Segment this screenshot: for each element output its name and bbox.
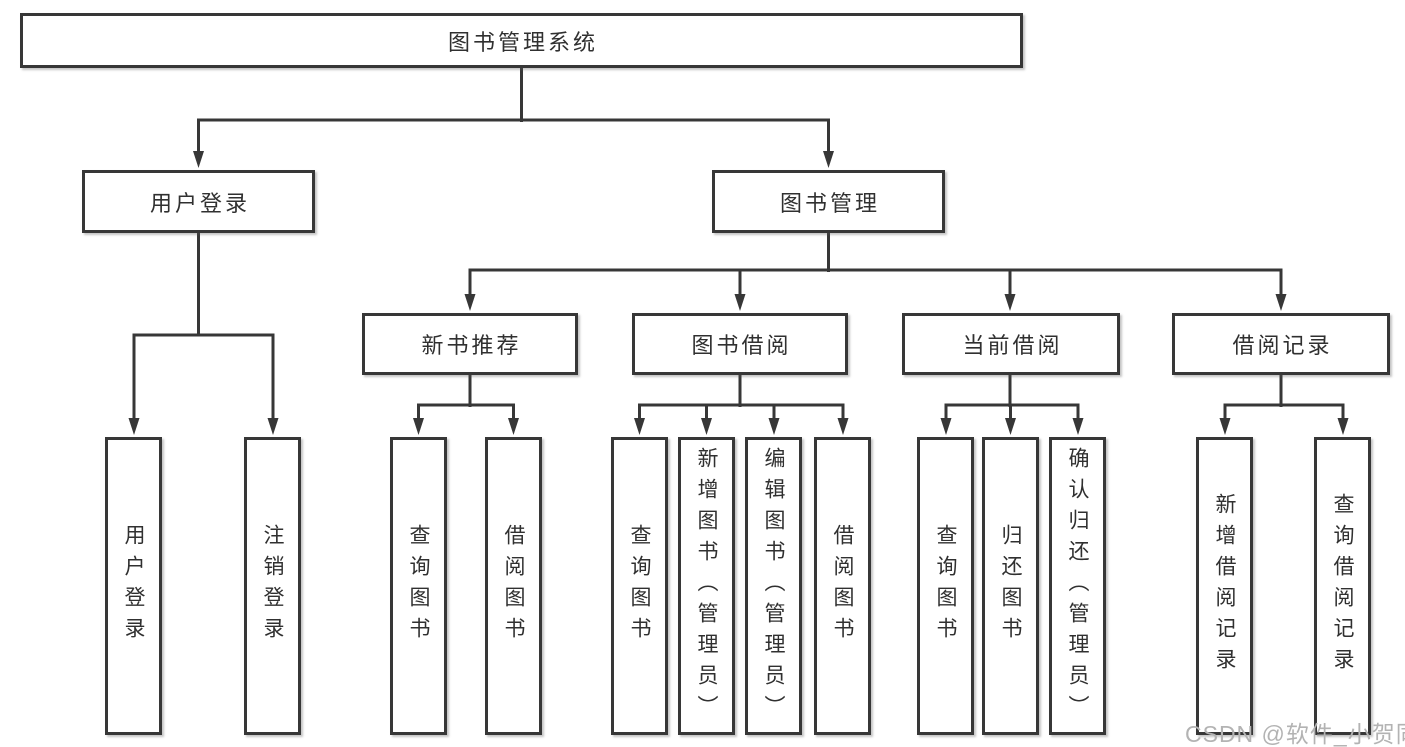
edge-current-to-leaves xyxy=(944,375,1080,420)
node-book-management: 图书管理 xyxy=(712,170,945,233)
arrowhead xyxy=(1337,418,1349,435)
edge-login-to-leaves xyxy=(132,233,275,420)
arrowhead xyxy=(413,418,424,435)
leaf-label: 编辑图书（管理员） xyxy=(762,446,785,726)
edge-root-to-level2 xyxy=(197,68,830,154)
leaf-label: 查询图书 xyxy=(934,524,957,648)
arrowhead xyxy=(1219,418,1231,435)
edge-records-to-leaves xyxy=(1223,375,1345,420)
leaf-query-borrow-record: 查询借阅记录 xyxy=(1314,437,1371,735)
leaf-label: 查询图书 xyxy=(628,524,651,648)
edge-borrow-to-leaves xyxy=(638,375,845,420)
arrowhead xyxy=(734,294,746,311)
leaf-label: 查询借阅记录 xyxy=(1331,493,1354,679)
leaf-confirm-return-admin: 确认归还（管理员） xyxy=(1049,437,1106,735)
leaf-logout: 注销登录 xyxy=(244,437,301,735)
arrowhead xyxy=(508,418,519,435)
leaf-label: 用户登录 xyxy=(122,524,145,648)
leaf-add-book-admin: 新增图书（管理员） xyxy=(678,437,735,735)
arrowhead xyxy=(940,418,952,435)
arrowhead xyxy=(1005,418,1016,435)
leaf-label: 确认归还（管理员） xyxy=(1066,446,1089,726)
arrowhead xyxy=(823,151,834,168)
leaf-label: 查询图书 xyxy=(407,524,430,648)
leaf-label: 借阅图书 xyxy=(502,524,525,648)
leaf-label: 借阅图书 xyxy=(831,524,854,648)
node-new-book-recommend: 新书推荐 xyxy=(362,313,578,375)
node-user-login: 用户登录 xyxy=(82,170,315,233)
arrowhead xyxy=(267,418,279,435)
leaf-user-login: 用户登录 xyxy=(105,437,162,735)
leaf-query-books-current: 查询图书 xyxy=(917,437,974,735)
arrowhead xyxy=(464,294,476,311)
arrowhead xyxy=(768,418,780,435)
node-current-borrow: 当前借阅 xyxy=(902,313,1120,375)
arrowhead xyxy=(837,418,849,435)
leaf-label: 新增借阅记录 xyxy=(1213,493,1236,679)
arrowhead xyxy=(1004,294,1016,311)
leaf-add-borrow-record: 新增借阅记录 xyxy=(1196,437,1253,735)
arrowhead xyxy=(1072,418,1084,435)
leaf-borrow-books: 借阅图书 xyxy=(814,437,871,735)
arrowhead xyxy=(634,418,645,435)
leaf-label: 注销登录 xyxy=(261,524,284,648)
leaf-borrow-books-recommend: 借阅图书 xyxy=(485,437,542,735)
leaf-label: 新增图书（管理员） xyxy=(695,446,718,726)
leaf-query-books-recommend: 查询图书 xyxy=(390,437,447,735)
node-root: 图书管理系统 xyxy=(20,13,1023,68)
node-book-borrow: 图书借阅 xyxy=(632,313,848,375)
leaf-return-book: 归还图书 xyxy=(982,437,1039,735)
edge-recommend-to-leaves xyxy=(417,375,515,420)
arrowhead xyxy=(128,418,140,435)
leaf-label: 归还图书 xyxy=(999,524,1022,648)
arrowhead xyxy=(701,418,712,435)
leaf-edit-book-admin: 编辑图书（管理员） xyxy=(745,437,802,735)
arrowhead xyxy=(193,151,204,168)
edge-mgmt-to-level3 xyxy=(468,233,1283,297)
node-borrow-records: 借阅记录 xyxy=(1172,313,1390,375)
leaf-query-books-borrow: 查询图书 xyxy=(611,437,668,735)
arrowhead xyxy=(1275,294,1287,311)
